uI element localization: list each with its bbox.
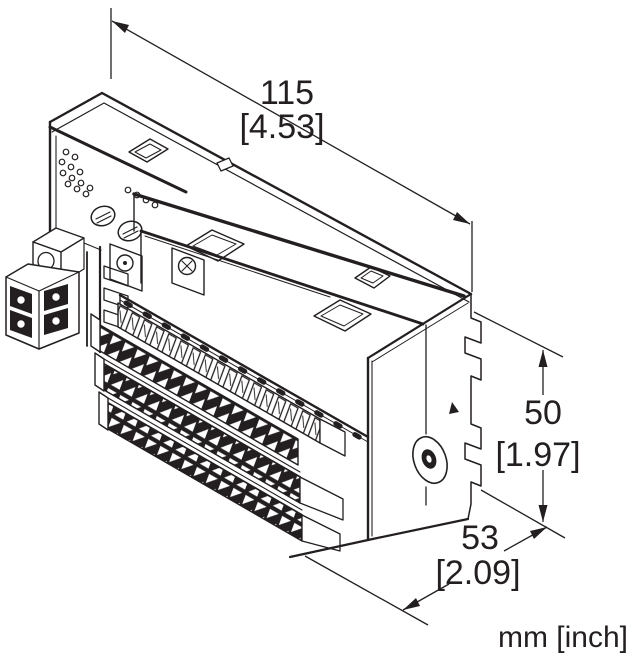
- back-wall: [48, 91, 473, 303]
- row3-end-tab: [301, 514, 341, 552]
- module-bay-cover: [139, 229, 425, 332]
- row3-left-cap: [98, 391, 109, 431]
- dim-depth-inch-label: [2.09]: [435, 554, 520, 592]
- dim-height: [473, 311, 566, 539]
- module-silhouette: [5, 93, 481, 558]
- dim-depth: [304, 526, 548, 626]
- arrowhead: [453, 212, 470, 224]
- keying-slot-small: [354, 266, 391, 289]
- keyswitch-screws: [90, 205, 143, 242]
- dimension-annotations: [110, 8, 566, 626]
- din-latch-pointer: [449, 402, 459, 414]
- dim-width-mm-label: 115: [260, 74, 314, 112]
- mounting-screw-left: [109, 243, 143, 292]
- dim-width: [110, 8, 473, 292]
- row1-end-tab: [319, 418, 346, 457]
- keying-slot-1: [185, 229, 245, 262]
- ridge-tab: [216, 157, 234, 172]
- wall-top-slot: [128, 138, 169, 163]
- right-side-face: [366, 292, 482, 542]
- terminal-row-1: [90, 302, 346, 466]
- arrowhead: [538, 505, 548, 522]
- dim-depth-mm-label: 53: [461, 519, 499, 557]
- dim-height-inch-label: [1.97]: [495, 436, 580, 474]
- units-label: mm [inch]: [498, 621, 628, 654]
- row1-left-cap: [90, 313, 101, 353]
- mounting-screw-right: [171, 247, 205, 296]
- terminal-row-3: [98, 391, 341, 552]
- terminal-rail: [118, 293, 370, 444]
- terminal-rows: [90, 293, 370, 559]
- row2-left-cap: [94, 352, 105, 392]
- din-foot-washer: [412, 435, 448, 485]
- terminal-row-2: [94, 352, 344, 521]
- arrowhead: [403, 598, 420, 610]
- power-terminal-block: [5, 263, 80, 350]
- dim-width-inch-label: [4.53]: [239, 108, 324, 146]
- keying-slot-2: [313, 299, 372, 332]
- arrowhead: [530, 527, 547, 539]
- din-profile-edge: [464, 293, 482, 520]
- dim-height-mm-label: 50: [524, 394, 562, 432]
- terminal-screws: [16, 292, 61, 329]
- row2-end-tab: [299, 476, 344, 521]
- arrowhead: [112, 21, 129, 33]
- arrowhead: [538, 350, 548, 367]
- vent-hole-pattern: [58, 148, 159, 209]
